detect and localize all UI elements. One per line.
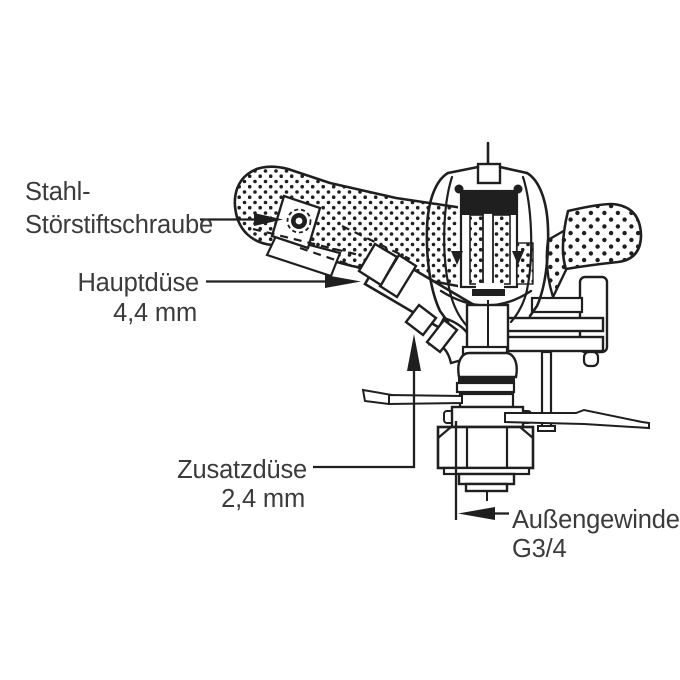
label-stoerstift-line2: Störstiftschraube xyxy=(25,211,213,239)
spoon-plate xyxy=(265,234,342,278)
pivot-mark-right xyxy=(512,251,524,265)
labels: Stahl- Störstiftschraube Hauptdüse 4,4 m… xyxy=(25,178,680,563)
seal-gap xyxy=(476,283,504,290)
bearing-sleeve xyxy=(457,351,518,379)
head-bell xyxy=(425,141,550,328)
spring-rod-foot xyxy=(537,425,556,432)
bracket-bar-upper xyxy=(491,316,605,333)
hex-nut xyxy=(436,425,535,470)
lower-body xyxy=(436,300,535,501)
head-screw-right xyxy=(513,184,523,194)
thread-step-1 xyxy=(457,472,516,486)
bell-inner-left xyxy=(443,175,469,328)
arrowhead-zusatzduese xyxy=(407,334,421,371)
bearing-dark-band xyxy=(458,377,515,383)
head-screw-left xyxy=(454,184,464,194)
bracket-bar-lower xyxy=(491,335,605,353)
thread-step-2 xyxy=(464,482,509,493)
piston-rod xyxy=(482,212,494,287)
leader-zusatzduese xyxy=(313,370,416,469)
pivot-mark-left xyxy=(451,251,463,265)
bell-right-edge xyxy=(525,171,550,318)
bell-top-left-edge xyxy=(446,165,480,175)
top-pin-collar xyxy=(476,162,502,185)
piston-cap-black-band xyxy=(461,191,517,215)
leader-lines xyxy=(200,213,509,520)
main-nozzle-tip xyxy=(357,242,399,287)
counterweight xyxy=(545,202,643,299)
label-stoerstift-line1: Stahl- xyxy=(25,178,90,206)
trip-arm-right xyxy=(504,408,650,430)
counterweight-wedge xyxy=(561,202,643,271)
arrowhead-hauptduese xyxy=(325,275,361,288)
stoerstift-screw-dashed-circle xyxy=(286,208,312,234)
aux-nozzle-tip xyxy=(404,303,438,337)
bearing-ring-2 xyxy=(458,392,515,409)
label-hauptduese-line1: Hauptdüse xyxy=(77,269,199,297)
label-hauptduese-line2: 4,4 mm xyxy=(113,299,197,327)
bell-left-edge xyxy=(425,171,450,324)
hex-nut-body xyxy=(436,425,535,470)
bracket-link xyxy=(530,296,584,314)
bell-top-right-edge xyxy=(498,165,529,175)
support-bracket xyxy=(491,275,609,432)
arrowhead-aussengewinde xyxy=(458,507,495,520)
bell-inner-right xyxy=(509,175,533,324)
label-aussengewinde-line2: G3/4 xyxy=(512,535,567,563)
label-zusatzduese-line2: 2,4 mm xyxy=(221,485,305,513)
head-section xyxy=(451,184,534,296)
aux-nozzle-collar xyxy=(425,318,459,354)
barrel xyxy=(357,242,493,349)
arrowhead-stoerstift xyxy=(254,213,283,226)
label-aussengewinde-line1: Außengewinde xyxy=(512,506,680,534)
stoerstift-screw-center xyxy=(295,217,303,225)
bracket-peg xyxy=(582,350,600,368)
seal-black-band xyxy=(472,289,505,296)
label-zusatzduese-line1: Zusatzdüse xyxy=(177,456,307,484)
bearing-ring-1 xyxy=(455,381,516,394)
trip-arm-left xyxy=(361,388,463,406)
